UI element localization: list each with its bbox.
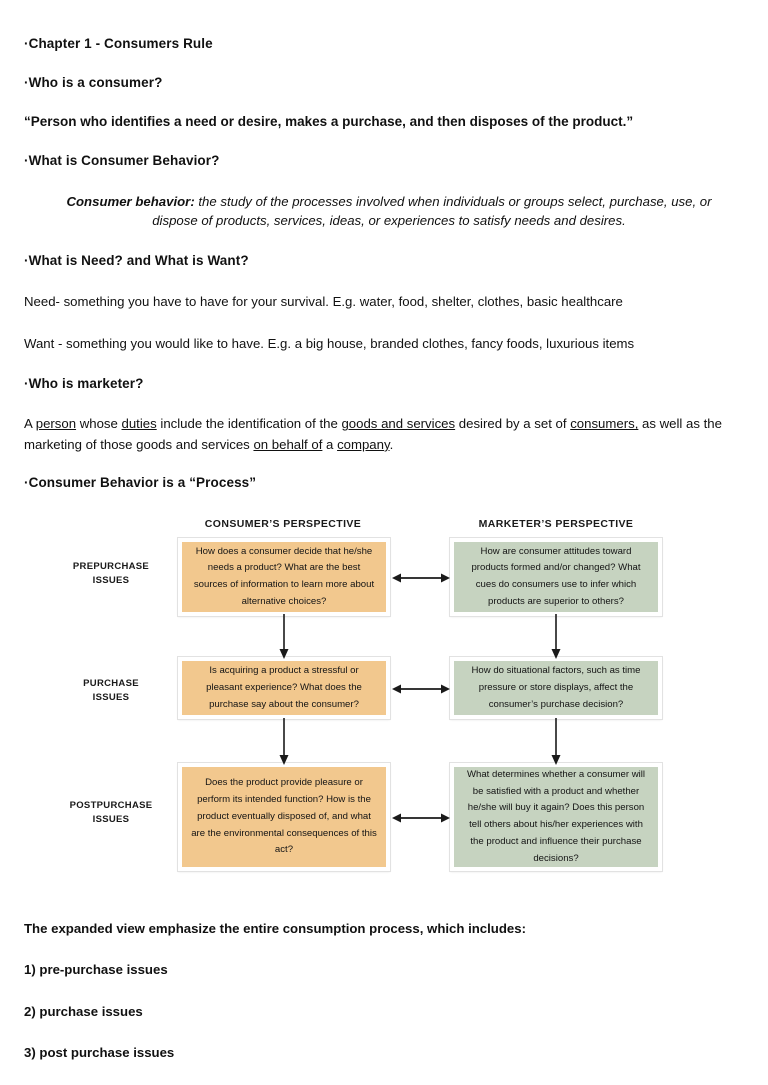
marketer-link-duties: duties (121, 416, 157, 432)
marketer-description: A person whose duties include the identi… (24, 414, 744, 455)
diagram-box-prepurchase-consumer: How does a consumer decide that he/she n… (177, 537, 391, 618)
heading-need-and-want: ·What is Need? and What is Want? (24, 253, 249, 269)
marketer-link-consumers: consumers, (570, 416, 639, 432)
marketer-link-on-behalf-of: on behalf of (253, 436, 323, 452)
marketer-text-6: a (322, 436, 338, 452)
heading-chapter-title: ·Chapter 1 - Consumers Rule (24, 36, 213, 51)
arrow-down-icon (278, 614, 290, 660)
want-description: Want - something you would like to have.… (24, 335, 635, 351)
double-arrow-horizontal-icon (392, 571, 450, 583)
marketer-link-person: person (35, 416, 77, 432)
arrow-down-icon (550, 718, 562, 766)
marketer-text-5: as well as the marketing of those goods … (24, 416, 722, 452)
diagram-column-header-marketer: MARKETER’S PERSPECTIVE (478, 518, 634, 531)
heading-consumer-behavior-is-a-process: ·Consumer Behavior is a “Process” (24, 475, 257, 491)
footer-heading: The expanded view emphasize the entire c… (24, 921, 526, 937)
double-arrow-horizontal-icon (392, 682, 450, 694)
heading-who-is-a-consumer: ·Who is a consumer? (24, 74, 163, 90)
consumer-behavior-process-diagram: CONSUMER’S PERSPECTIVE MARKETER’S PERSPE… (24, 514, 744, 904)
footer-section: The expanded view emphasize the entire c… (24, 920, 744, 1061)
marketer-text-7: . (389, 436, 394, 452)
arrow-down-icon (550, 614, 562, 660)
double-arrow-horizontal-icon (392, 811, 450, 823)
document-page: ·Chapter 1 - Consumers Rule ·Who is a co… (24, 36, 722, 1060)
marketer-text-4: desired by a set of (455, 416, 571, 432)
heading-what-is-consumer-behavior: ·What is Consumer Behavior? (24, 152, 220, 168)
marketer-link-company: company (337, 436, 390, 452)
diagram-box-purchase-consumer: Is acquiring a product a stressful or pl… (177, 656, 391, 721)
document-content: ·Chapter 1 - Consumers Rule ·Who is a co… (24, 36, 744, 1085)
diagram-box-purchase-marketer: How do situational factors, such as time… (449, 656, 663, 721)
footer-item-postpurchase: 3) post purchase issues (24, 1044, 175, 1060)
diagram-box-postpurchase-consumer: Does the product provide pleasure or per… (177, 762, 391, 873)
heading-who-is-marketer: ·Who is marketer? (24, 375, 144, 391)
diagram-column-header-consumer: CONSUMER’S PERSPECTIVE (204, 518, 362, 531)
consumer-behavior-definition: Consumer behavior: the study of the proc… (24, 192, 744, 232)
marketer-text-2: whose (76, 416, 122, 432)
footer-item-prepurchase: 1) pre-purchase issues (24, 962, 168, 978)
consumer-definition-quote: “Person who identifies a need or desire,… (24, 113, 634, 129)
definition-text: the study of the processes involved when… (152, 193, 712, 229)
footer-item-purchase: 2) purchase issues (24, 1003, 143, 1019)
definition-term: Consumer behavior: (66, 193, 195, 209)
diagram-box-postpurchase-marketer: What determines whether a consumer will … (449, 762, 663, 873)
marketer-link-goods-and-services: goods and services (341, 416, 456, 432)
diagram-box-prepurchase-marketer: How are consumer attitudes toward produc… (449, 537, 663, 618)
arrow-down-icon (278, 718, 290, 766)
marketer-text-1: A (24, 416, 36, 432)
need-description: Need- something you have to have for you… (24, 293, 623, 309)
marketer-text-3: include the identification of the (156, 416, 342, 432)
